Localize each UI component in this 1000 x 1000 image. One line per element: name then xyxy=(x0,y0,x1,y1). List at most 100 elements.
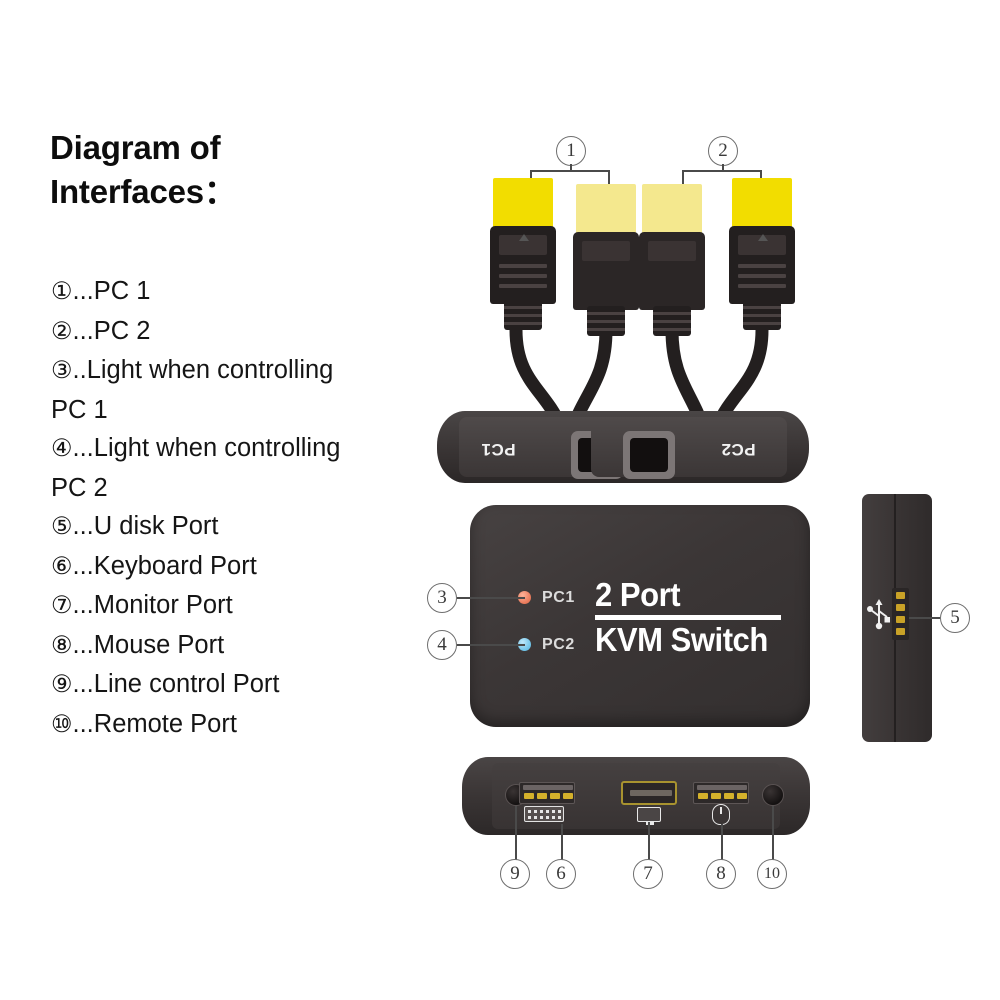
usb-port-keyboard[interactable] xyxy=(519,782,575,804)
list-item: ⑦...Monitor Port xyxy=(51,586,371,626)
neck-rib xyxy=(653,328,691,331)
usb-port-udisk[interactable] xyxy=(892,588,909,640)
callout-3: 3 xyxy=(427,583,457,613)
legend-number: ⑩ xyxy=(51,710,73,738)
device-top-panel: PC1 PC2 xyxy=(437,411,809,483)
leader-callout-4 xyxy=(457,644,525,646)
usb-contact xyxy=(896,604,905,611)
leader-callout-8 xyxy=(721,824,723,860)
hdmi-plug-2-shell xyxy=(573,232,639,310)
leader-callout-9 xyxy=(515,806,517,860)
list-item: ④...Light when controlling PC 2 xyxy=(51,429,371,507)
list-item: ⑨...Line control Port xyxy=(51,665,371,705)
neck-rib xyxy=(504,322,542,325)
usb-trident-icon xyxy=(867,599,890,630)
neck-rib xyxy=(653,320,691,323)
usb-contact xyxy=(537,793,547,799)
callout-4: 4 xyxy=(427,630,457,660)
legend-number: ⑤ xyxy=(51,513,73,540)
usb-port-mouse[interactable] xyxy=(693,782,749,804)
grip-rib xyxy=(499,264,547,268)
hdmi-input-port-pc2[interactable] xyxy=(623,431,675,479)
hdmi-plug-1-strain-relief xyxy=(504,300,542,330)
brand-divider xyxy=(595,615,781,621)
callout-2: 2 xyxy=(708,136,738,166)
grip-rib xyxy=(738,284,786,288)
callout-5: 5 xyxy=(940,603,970,633)
legend-dots: ... xyxy=(72,670,94,698)
bracket-1-left xyxy=(530,170,532,184)
legend-number: ③ xyxy=(51,357,73,384)
grip-rib xyxy=(499,274,547,278)
legend-label: Monitor Port xyxy=(93,591,233,619)
neck-rib xyxy=(504,306,542,309)
legend-label: U disk Port xyxy=(93,512,219,540)
neck-rib xyxy=(587,328,625,331)
legend-dots: ... xyxy=(72,316,94,345)
hdmi-plug-3-shell xyxy=(639,232,705,310)
top-panel-label-pc2: PC2 xyxy=(721,440,756,459)
legend-dots: ... xyxy=(72,709,94,738)
neck-rib xyxy=(653,312,691,315)
usb-contact xyxy=(737,793,747,799)
hdmi-plug-4-strain-relief xyxy=(743,300,781,330)
legend-dots: ... xyxy=(72,630,94,659)
callout-6: 6 xyxy=(546,859,576,889)
hdmi-plug-1-contact xyxy=(493,178,553,232)
neck-rib xyxy=(504,314,542,317)
legend-label: Mouse Port xyxy=(93,630,225,659)
hdmi-plug-1-shell xyxy=(490,226,556,304)
legend-number: ⑨ xyxy=(51,671,73,698)
remote-port[interactable] xyxy=(762,784,784,806)
leader-callout-10 xyxy=(772,806,774,860)
callout-10: 10 xyxy=(757,859,787,889)
legend-label: Light when controlling PC 2 xyxy=(51,434,341,502)
list-item: ⑥...Keyboard Port xyxy=(51,547,371,587)
legend-label: PC 1 xyxy=(93,277,151,305)
led-pc1-label: PC1 xyxy=(542,589,575,606)
legend-label: Line control Port xyxy=(93,670,280,698)
legend-dots: ... xyxy=(72,434,94,462)
list-item: ②...PC 2 xyxy=(51,312,371,352)
neck-rib xyxy=(743,322,781,325)
hdmi-plug-2-strain-relief xyxy=(587,306,625,336)
hdmi-plug-2-contact xyxy=(576,184,636,238)
brand-line-1: 2 Port xyxy=(595,576,681,613)
legend-number: ⑧ xyxy=(51,631,73,659)
usb-contact xyxy=(698,793,708,799)
page-title-line2: Interfaces： xyxy=(50,172,237,210)
callout-1: 1 xyxy=(556,136,586,166)
neck-rib xyxy=(587,320,625,323)
legend-dots: ... xyxy=(72,512,94,540)
usb-shield xyxy=(697,785,747,790)
callout-7: 7 xyxy=(633,859,663,889)
leader-callout-5 xyxy=(909,617,940,619)
leader-callout-6 xyxy=(561,824,563,860)
legend-number: ② xyxy=(51,317,73,345)
bracket-2-left xyxy=(682,170,684,184)
mouse-icon xyxy=(712,804,730,825)
grip-rib xyxy=(738,264,786,268)
list-item: ⑤...U disk Port xyxy=(51,507,371,547)
page-title-line1: Diagram of xyxy=(50,129,221,166)
grip-rib xyxy=(738,274,786,278)
usb-contact xyxy=(896,616,905,623)
usb-contact xyxy=(896,628,905,635)
device-brand-label: 2 Port KVM Switch xyxy=(595,576,791,658)
hdmi-plug-3-strain-relief xyxy=(653,306,691,336)
legend-dots: ... xyxy=(72,277,94,305)
usb-contact xyxy=(550,793,560,799)
hdmi-plug-4-contact xyxy=(732,178,792,232)
callout-9: 9 xyxy=(500,859,530,889)
legend-number: ④ xyxy=(51,435,73,462)
hdmi-plug-3-contact xyxy=(642,184,702,238)
grip-rib xyxy=(499,284,547,288)
leader-callout-7 xyxy=(648,822,650,860)
hdmi-output-port-monitor[interactable] xyxy=(621,781,677,805)
legend-number: ⑥ xyxy=(51,552,73,580)
legend-number: ⑦ xyxy=(51,592,73,619)
list-item: ⑩...Remote Port xyxy=(51,705,371,745)
bracket-2-stem xyxy=(722,164,724,171)
legend-label: Remote Port xyxy=(93,709,237,738)
